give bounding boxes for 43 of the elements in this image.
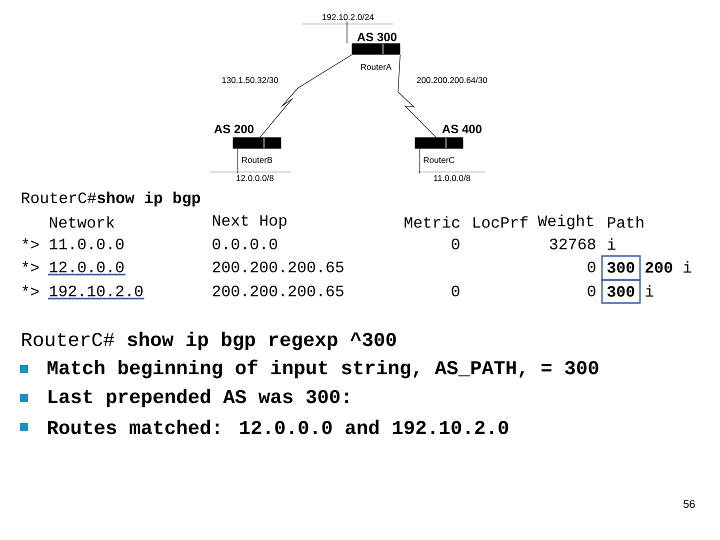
table-cell: 11.0.0.0 <box>50 238 124 250</box>
table-cell: 0 <box>588 286 596 296</box>
command-line: RouterC#show ip bgp <box>22 192 200 206</box>
table-cell: i <box>608 238 616 250</box>
edge-label: 200.200.200.64/30 <box>416 76 488 84</box>
table-cell: 0 <box>452 238 460 250</box>
bullet-text: Last prepended AS was 300: <box>48 388 348 408</box>
column-header: Weight <box>538 214 593 230</box>
table-cell: 300 200 i <box>607 261 692 273</box>
table-cell: 32768 <box>550 238 596 250</box>
table-cell: 0.0.0.0 <box>212 238 278 250</box>
link-line <box>398 54 436 138</box>
link-line <box>260 54 352 138</box>
table-cell: 200.200.200.65 <box>212 262 344 272</box>
bullet-text: Routes matched: 12.0.0.0 and 192.10.2.0 <box>48 420 508 434</box>
as-label: AS 300 <box>357 32 396 42</box>
table-cell: 200.200.200.65 <box>212 286 344 296</box>
table-cell: 0 <box>588 262 596 272</box>
as-label: AS 200 <box>214 124 254 134</box>
table-cell: 12.0.0.0 <box>50 262 124 272</box>
router-label: RouterC <box>424 157 454 163</box>
table-cell: *> <box>22 285 39 296</box>
network-label: 11.0.0.0/8 <box>434 174 470 182</box>
edge-label: 130.1.50.32/30 <box>220 76 280 84</box>
router-label: RouterA <box>361 64 392 70</box>
column-header: LocPrf <box>474 216 528 228</box>
network-label: 192.10.2.0/24 <box>322 14 374 20</box>
column-header: Next Hop <box>212 215 286 229</box>
table-cell: *> <box>22 238 39 249</box>
column-header: Metric <box>404 216 460 228</box>
table-cell: *> <box>22 261 39 272</box>
column-header: Network <box>50 216 114 228</box>
table-cell: 300 i <box>607 285 654 297</box>
router-label: RouterB <box>242 157 272 163</box>
command-line: RouterC# show ip bgp regexp ^300 <box>22 332 396 350</box>
page-number: 56 <box>684 500 695 508</box>
network-label: 12.0.0.0/8 <box>236 174 274 182</box>
as-label: AS 400 <box>442 124 482 134</box>
column-header: Path <box>608 216 644 228</box>
link-line <box>346 21 348 44</box>
table-cell: 192.10.2.0 <box>50 286 143 296</box>
table-cell: 0 <box>452 286 460 296</box>
bullet-text: Match beginning of input string, AS_PATH, = 300 <box>48 360 598 378</box>
